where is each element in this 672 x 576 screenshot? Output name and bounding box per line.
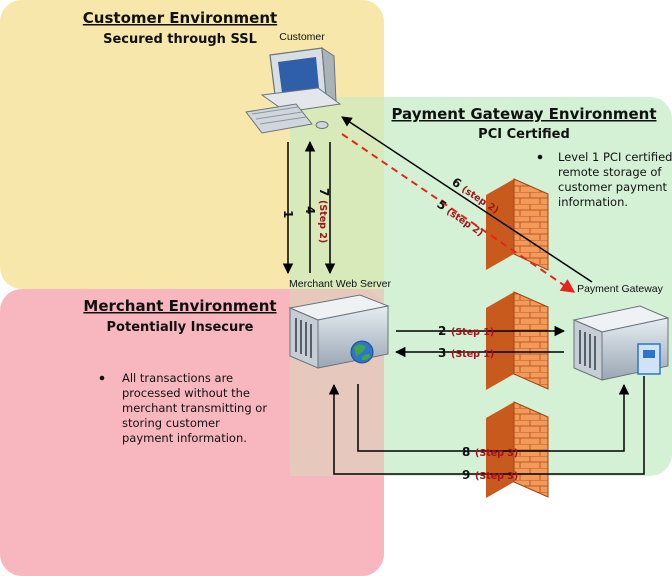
gateway-bullet-line: information.: [558, 195, 628, 209]
firewall-icon: [486, 291, 549, 390]
flow-arrow-9: [328, 376, 645, 475]
merchant-bullet-line: storing customer: [122, 416, 220, 430]
payment-gateway-environment-zone: [290, 97, 672, 476]
merchant-bullet-line: All transactions are: [122, 371, 233, 385]
flow-step-3: (Step 1): [451, 349, 494, 360]
flow-number-7: 7: [317, 188, 331, 196]
flow-number-9: 9: [462, 468, 470, 482]
payment-gateway-environment-title: Payment Gateway Environment: [391, 105, 656, 123]
payment-gateway-server-icon: [572, 305, 670, 381]
flow-step-9: (Step 3): [475, 471, 518, 482]
customer-computer-icon: [245, 47, 342, 134]
overlap-region-customer-gateway: [290, 97, 384, 289]
flow-number-2: 2: [438, 324, 446, 338]
flow-step-8: (Step 3): [475, 448, 518, 459]
flow-number-1: 1: [281, 210, 295, 218]
payment-gateway-label: Payment Gateway: [577, 283, 664, 295]
merchant-environment-subtitle: Potentially Insecure: [107, 320, 254, 335]
customer-environment-title: Customer Environment: [83, 9, 277, 27]
payment-gateway-environment-subtitle: PCI Certified: [478, 127, 570, 142]
flow-number-8: 8: [462, 445, 470, 459]
merchant-bullet-line: merchant transmitting or: [122, 401, 267, 415]
flow-step-2: (Step 1): [451, 327, 494, 338]
customer-label: Customer: [279, 31, 325, 43]
gateway-bullet-line: customer payment: [558, 180, 668, 194]
bullet-dot: [99, 375, 105, 381]
gateway-bullet-line: remote storage of: [558, 165, 662, 179]
flow-step-7: (Step 2): [317, 200, 328, 243]
flow-number-4: 4: [303, 206, 317, 214]
flow-arrow-6: [341, 116, 593, 283]
customer-environment-subtitle: Secured through SSL: [103, 32, 257, 47]
merchant-bullet-line: payment information.: [122, 431, 247, 445]
flow-arrow-8: [357, 383, 630, 452]
merchant-environment-title: Merchant Environment: [83, 297, 276, 315]
merchant-environment-zone: [0, 289, 384, 576]
firewall-icon: [486, 178, 549, 271]
flow-number-3: 3: [438, 346, 446, 360]
bullet-dot: [537, 154, 543, 160]
merchant-server-icon: [288, 294, 390, 369]
merchant-bullet-line: processed without the: [122, 386, 250, 400]
merchant-server-label: Merchant Web Server: [289, 278, 391, 290]
gateway-bullet-line: Level 1 PCI certified: [558, 150, 672, 164]
flow-arrow-5: [341, 133, 576, 293]
